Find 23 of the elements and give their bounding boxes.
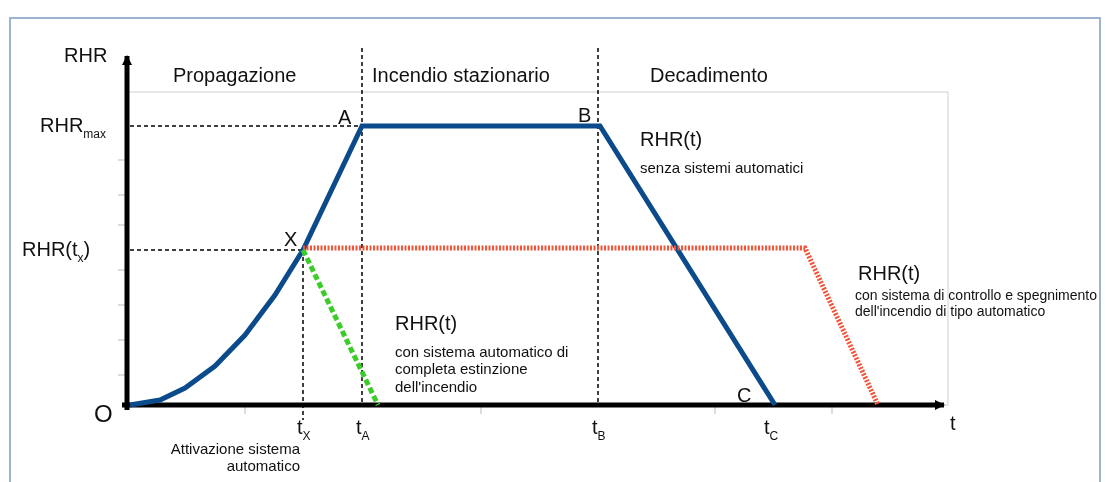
point-label: X bbox=[284, 228, 298, 251]
annotation: con sistema automatico di completa estinzione dell'incendio bbox=[395, 343, 570, 395]
tick-label: t$_{C}$ bbox=[764, 416, 779, 444]
phase-label: Propagazione bbox=[173, 64, 297, 87]
point-label: A bbox=[338, 106, 352, 129]
tick-label: RHR(t$_{x}$) bbox=[22, 238, 91, 266]
phase-label: Decadimento bbox=[650, 64, 768, 87]
axis-label: RHR bbox=[64, 44, 108, 67]
point-label: B bbox=[578, 104, 592, 127]
tick-label: t$_{X}$ bbox=[297, 416, 311, 443]
curve-label: RHR(t) bbox=[640, 128, 703, 151]
axis-label: t bbox=[950, 412, 956, 435]
annotation: Attivazione sistema automatico bbox=[169, 440, 300, 475]
curve-label: RHR(t) bbox=[395, 312, 458, 335]
tick-label: t$_{A}$ bbox=[356, 416, 370, 444]
tick-label: t$_{B}$ bbox=[592, 416, 606, 444]
point-label: C bbox=[737, 384, 752, 407]
curve-label: RHR(t) bbox=[858, 262, 921, 285]
phase-label: Incendio stazionario bbox=[372, 64, 550, 87]
tick-label: RHR$_{max}$ bbox=[40, 114, 106, 142]
axis-label: O bbox=[94, 400, 113, 428]
annotation: senza sistemi automatici bbox=[640, 159, 804, 177]
annotation: con sistema di controllo e spegnimento dell'incendio di tipo automatico bbox=[855, 287, 1099, 320]
